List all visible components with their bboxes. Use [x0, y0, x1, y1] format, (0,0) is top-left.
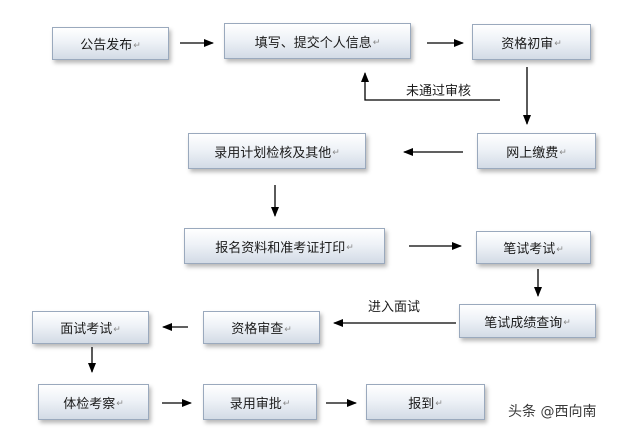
node-label: 报名资料和准考证打印 — [215, 240, 346, 256]
paragraph-mark-icon: ↵ — [556, 244, 564, 255]
node-label: 录用审批 — [229, 396, 282, 412]
paragraph-mark-icon: ↵ — [116, 399, 124, 409]
paragraph-mark-icon: ↵ — [554, 39, 562, 49]
node-label: 体检考察 — [63, 396, 116, 412]
edge-label-not-passed: 未通过审核 — [406, 84, 472, 99]
paragraph-mark-icon: ↵ — [113, 324, 121, 335]
node-report: 报到↵ — [366, 384, 485, 420]
node-written-score-query: 笔试成绩查询↵ — [459, 304, 596, 338]
paragraph-mark-icon: ↵ — [435, 399, 443, 409]
node-label: 资格审查 — [231, 322, 284, 337]
node-label: 笔试成绩查询 — [484, 315, 563, 331]
paragraph-mark-icon: ↵ — [372, 38, 381, 48]
arrow-not-passed-return — [361, 72, 500, 101]
edge-label-enter-interview: 进入面试 — [368, 300, 421, 315]
node-register-print: 报名资料和准考证打印↵ — [184, 228, 385, 264]
node-label: 网上缴费 — [506, 145, 559, 161]
node-label: 录用计划检核及其他 — [214, 145, 332, 161]
paragraph-mark-icon: ↵ — [563, 318, 571, 328]
node-interview: 面试考试↵ — [32, 311, 149, 344]
node-label: 报到 — [408, 396, 435, 412]
node-announcement: 公告发布↵ — [52, 27, 169, 60]
paragraph-mark-icon: ↵ — [332, 148, 340, 158]
node-fill-submit-info: 填写、提交个人信息↵ — [224, 23, 411, 59]
node-initial-review: 资格初审↵ — [472, 24, 591, 60]
node-hiring-plan-check: 录用计划检核及其他↵ — [188, 133, 366, 169]
node-hiring-approval: 录用审批↵ — [203, 384, 317, 420]
paragraph-mark-icon: ↵ — [284, 324, 292, 335]
paragraph-mark-icon: ↵ — [559, 148, 567, 158]
node-written-exam: 笔试考试↵ — [476, 231, 591, 264]
paragraph-mark-icon: ↵ — [133, 40, 141, 51]
paragraph-mark-icon: ↵ — [282, 399, 291, 409]
node-label: 笔试考试 — [503, 242, 556, 257]
paragraph-mark-icon: ↵ — [346, 243, 354, 253]
node-label: 填写、提交个人信息 — [254, 35, 372, 51]
watermark: 头条 @西向南 — [508, 404, 597, 420]
node-label: 资格初审 — [501, 36, 554, 52]
node-online-payment: 网上缴费↵ — [477, 133, 596, 169]
node-label: 面试考试 — [60, 322, 113, 337]
node-qualification-review: 资格审查↵ — [203, 311, 320, 344]
node-physical-exam: 体检考察↵ — [38, 384, 149, 420]
node-label: 公告发布 — [80, 38, 133, 53]
